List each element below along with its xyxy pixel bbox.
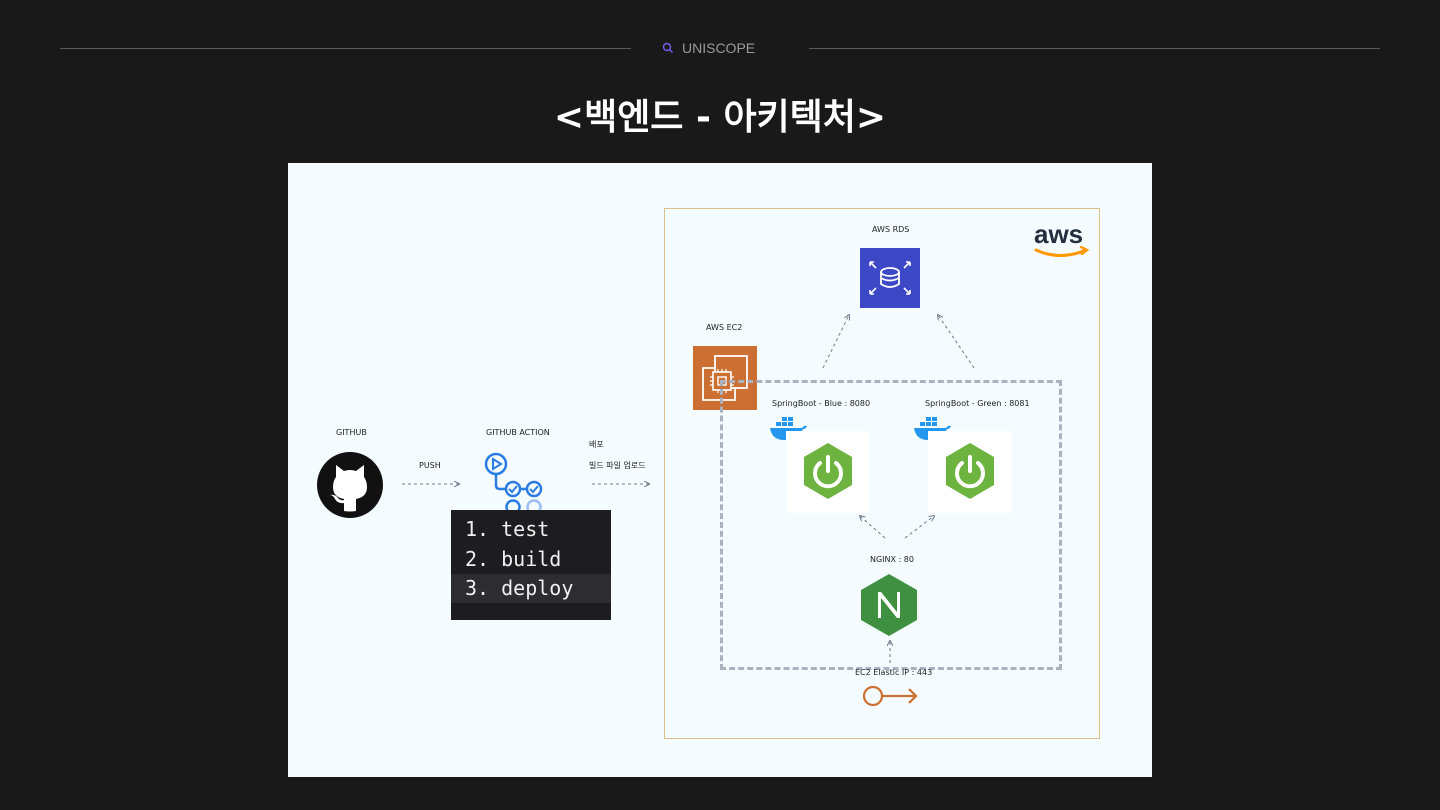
diagram-arrows — [402, 163, 975, 663]
step-deploy: 3. deploy — [451, 574, 611, 603]
elastic-ip-label: EC2 Elastic IP : 443 — [855, 668, 933, 677]
push-label: PUSH — [419, 461, 441, 470]
step-test: 1. test — [465, 517, 550, 541]
github-action-label: GITHUB ACTION — [486, 428, 550, 437]
pipeline-steps: 1. test 2. build 3. deploy — [451, 510, 611, 620]
step-build: 2. build — [465, 547, 562, 571]
database-icon — [869, 261, 911, 295]
springboot-blue-label: SpringBoot - Blue : 8080 — [772, 399, 871, 408]
spring-power-icon — [804, 443, 852, 499]
aws-ec2-node — [693, 346, 757, 410]
nginx-icon — [861, 574, 917, 636]
page-title: <백엔드 - 아키텍처> — [553, 97, 887, 138]
brand: UNISCOPE — [662, 40, 755, 56]
nginx-label: NGINX : 80 — [870, 555, 914, 564]
aws-rds-node — [860, 248, 920, 308]
github-actions-icon — [484, 452, 543, 515]
aws-ec2-label: AWS EC2 — [706, 323, 743, 332]
header-line-right — [809, 48, 1380, 49]
aws-logo: aws — [1034, 219, 1090, 257]
nginx-to-green-arrow — [904, 516, 934, 539]
blue-to-rds-arrow — [822, 315, 849, 369]
architecture-diagram: GITHUB PUSH GITHUB ACTION 배포 빌드 파일 업로드 1… — [288, 163, 1152, 777]
springboot-green-label: SpringBoot - Green : 8081 — [925, 399, 1030, 408]
deploy-label: 배포 — [589, 440, 604, 449]
springboot-blue-node — [786, 431, 870, 513]
search-icon — [662, 42, 673, 53]
elastic-ip-icon — [862, 685, 918, 707]
github-icon — [317, 452, 383, 518]
aws-logo-text: aws — [1034, 219, 1083, 249]
aws-cloud-boundary — [664, 208, 1100, 739]
brand-name: UNISCOPE — [682, 40, 756, 56]
spring-power-icon-green — [946, 443, 994, 499]
ec2-instance-boundary — [720, 380, 1062, 670]
green-to-rds-arrow — [938, 315, 975, 369]
springboot-green-node — [928, 431, 1012, 513]
header-line-left — [60, 48, 631, 49]
aws-rds-label: AWS RDS — [872, 225, 910, 234]
upload-label: 빌드 파일 업로드 — [589, 461, 646, 470]
github-label: GITHUB — [336, 428, 367, 437]
